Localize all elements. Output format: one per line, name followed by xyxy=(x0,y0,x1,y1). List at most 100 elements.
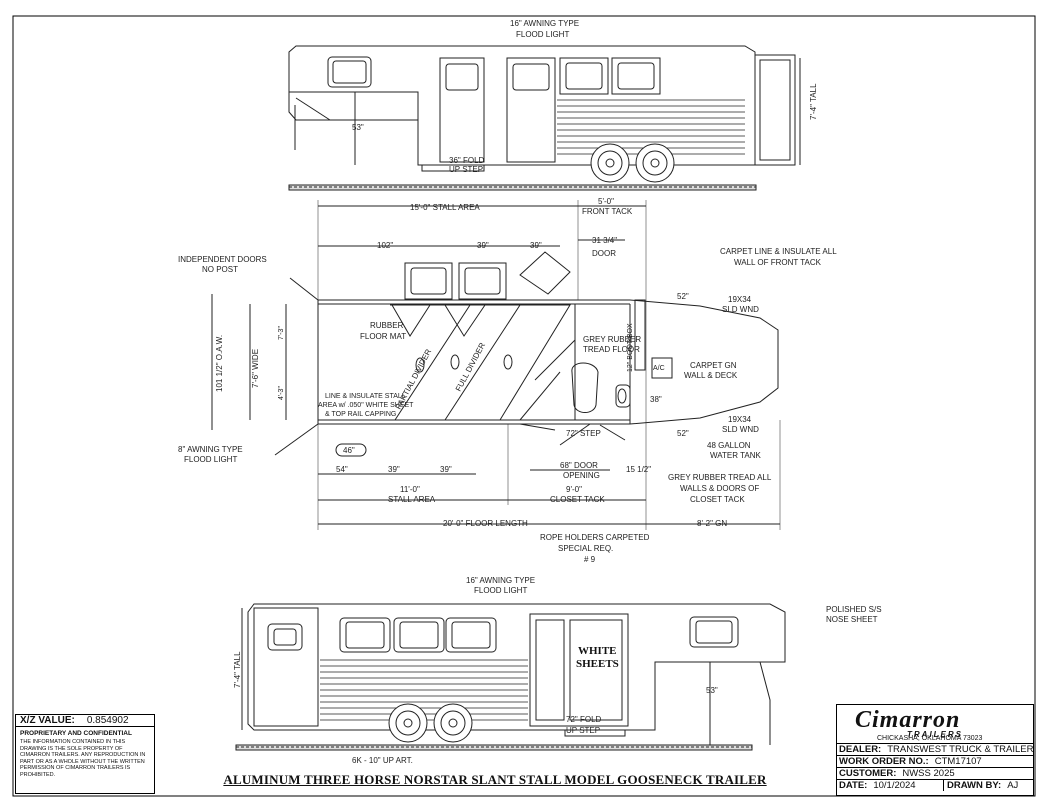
plan-indep2: NO POST xyxy=(202,265,238,274)
xz-label: X/Z VALUE: xyxy=(20,715,75,726)
plan-rope1: ROPE HOLDERS CARPETED xyxy=(540,533,650,542)
work-order-row: WORK ORDER NO.: CTM17107 xyxy=(837,756,1033,768)
plan-front-tack: FRONT TACK xyxy=(582,207,633,216)
work-order-value: CTM17107 xyxy=(934,756,982,767)
plan-stall11a: 11'-0" xyxy=(400,485,420,494)
top-tall-label: 7'-4" TALL xyxy=(809,83,818,120)
plan-54: 54" xyxy=(336,465,348,474)
plan-stall-area: 15'-0" STALL AREA xyxy=(410,203,480,212)
plan-wide: 7'-6" WIDE xyxy=(251,349,260,388)
plan-wnd1b: SLD WND xyxy=(722,305,759,314)
plan-door: DOOR xyxy=(592,249,616,258)
xz-info-panel: X/Z VALUE: 0.854902 PROPRIETARY AND CONF… xyxy=(15,714,155,794)
bottom-53-label: 53" xyxy=(706,686,718,695)
logo-address: CHICKASHA, OKLAHOMA 73023 xyxy=(877,735,983,742)
floor-46-box xyxy=(335,443,367,457)
bottom-tall-label: 7'-4" TALL xyxy=(233,651,242,688)
cimarron-logo: Cimarron TRAILERS CHICKASHA, OKLAHOMA 73… xyxy=(837,705,1033,744)
top-53-label: 53" xyxy=(352,123,364,132)
bottom-polished1: POLISHED S/S xyxy=(826,605,882,614)
plan-tread2: WALLS & DOORS OF xyxy=(680,484,759,493)
plan-gal2: WATER TANK xyxy=(710,451,761,460)
plan-39d: 39" xyxy=(440,465,452,474)
floor-plan xyxy=(211,200,781,530)
plan-rope3: # 9 xyxy=(584,555,596,564)
plan-ac: A/C xyxy=(653,365,665,372)
date-label: DATE: xyxy=(839,780,868,791)
top-awning-label: 16" AWNING TYPE xyxy=(510,19,579,28)
plan-52a: 52" xyxy=(677,292,689,301)
plan-39a: 39" xyxy=(477,241,489,250)
plan-front-tack-dim: 5'-0" xyxy=(598,197,614,206)
plan-wnd2b: SLD WND xyxy=(722,425,759,434)
plan-rope2: SPECIAL REQ. xyxy=(558,544,613,553)
customer-row: CUSTOMER: NWSS 2025 xyxy=(837,768,1033,780)
plan-wnd2: 19X34 xyxy=(728,415,752,424)
plan-carpet1: CARPET LINE & INSULATE ALL xyxy=(720,247,837,256)
plan-floor: 20'-0" FLOOR LENGTH xyxy=(443,519,528,528)
drawing-frame xyxy=(12,15,1036,797)
plan-d3a: 7'-3" xyxy=(278,326,285,340)
drawn-by-label: DRAWN BY: xyxy=(947,780,1002,791)
bottom-polished2: NOSE SHEET xyxy=(826,615,878,624)
plan-rubber2: FLOOR MAT xyxy=(360,332,406,341)
plan-door68a: 68" DOOR xyxy=(560,461,598,470)
plan-tread1: GREY RUBBER TREAD ALL xyxy=(668,473,772,482)
plan-door-width: 31 3/4" xyxy=(592,236,617,245)
plan-carpet-gn2: WALL & DECK xyxy=(684,371,738,380)
plan-rubber1: RUBBER xyxy=(370,321,404,330)
bottom-white1: WHITE xyxy=(578,645,617,657)
plan-awning1: 8" AWNING TYPE xyxy=(178,445,243,454)
xz-value: 0.854902 xyxy=(86,715,129,726)
plan-39b: 39" xyxy=(530,241,542,250)
plan-closet1: 9'-0" xyxy=(566,485,582,494)
proprietary-text: THE INFORMATION CONTAINED IN THIS DRAWIN… xyxy=(20,739,146,778)
plan-carpet-gn1: CARPET GN xyxy=(690,361,737,370)
plan-52b: 52" xyxy=(677,429,689,438)
plan-gal1: 48 GALLON xyxy=(707,441,751,450)
bottom-elevation xyxy=(235,603,786,751)
plan-line1: LINE & INSULATE STALL xyxy=(325,393,406,400)
top-step1-label: 36" FOLD xyxy=(449,156,485,165)
drawn-by-value: AJ xyxy=(1007,780,1019,791)
plan-46: 46" xyxy=(343,446,355,455)
plan-step72: 72" STEP xyxy=(566,429,601,438)
customer-label: CUSTOMER: xyxy=(839,768,897,779)
plan-bootbox: 12" BOOT BOX xyxy=(627,323,634,372)
bottom-awning-label: 16" AWNING TYPE xyxy=(466,576,535,585)
plan-grey1: GREY RUBBER xyxy=(583,335,641,344)
plan-line3: & TOP RAIL CAPPING xyxy=(325,411,396,418)
plan-oaw: 101 1/2" O.A.W. xyxy=(215,335,224,392)
plan-stall11b: STALL AREA xyxy=(388,495,436,504)
top-flood-label: FLOOD LIGHT xyxy=(516,30,569,39)
plan-wnd1: 19X34 xyxy=(728,295,752,304)
date-row: DATE: 10/1/2024 DRAWN BY: AJ xyxy=(837,780,1033,791)
title-block: Cimarron TRAILERS CHICKASHA, OKLAHOMA 73… xyxy=(836,704,1034,796)
top-step2-label: UP STEP xyxy=(449,165,483,174)
bottom-axle: 6K - 10" UP ART. xyxy=(352,756,413,765)
plan-awning2: FLOOD LIGHT xyxy=(184,455,237,464)
plan-grey2: TREAD FLOOR xyxy=(583,345,640,354)
plan-102: 102" xyxy=(377,241,393,250)
plan-d3b: 4'-3" xyxy=(278,386,285,400)
plan-carpet2: WALL OF FRONT TACK xyxy=(734,258,822,267)
bottom-flood-label: FLOOD LIGHT xyxy=(474,586,527,595)
plan-indep1: INDEPENDENT DOORS xyxy=(178,255,267,264)
work-order-label: WORK ORDER NO.: xyxy=(839,756,929,767)
bottom-white2: SHEETS xyxy=(576,658,619,670)
plan-tread3: CLOSET TACK xyxy=(690,495,745,504)
plan-door68b: OPENING xyxy=(563,471,600,480)
dealer-label: DEALER: xyxy=(839,744,882,755)
bottom-step1: 72" FOLD xyxy=(566,715,602,724)
logo-brand: Cimarron xyxy=(855,707,961,733)
date-value: 10/1/2024 xyxy=(873,780,916,791)
customer-value: NWSS 2025 xyxy=(902,768,955,779)
proprietary-heading: PROPRIETARY AND CONFIDENTIAL xyxy=(20,730,132,737)
drawing-title: ALUMINUM THREE HORSE NORSTAR SLANT STALL… xyxy=(223,772,767,787)
top-elevation xyxy=(288,45,801,191)
dealer-row: DEALER:TRANSWEST TRUCK & TRAILER xyxy=(837,744,1033,756)
plan-15: 15 1/2" xyxy=(626,465,651,474)
plan-gn: 8'-2" GN xyxy=(697,519,727,528)
bottom-step2: UP STEP xyxy=(566,726,600,735)
